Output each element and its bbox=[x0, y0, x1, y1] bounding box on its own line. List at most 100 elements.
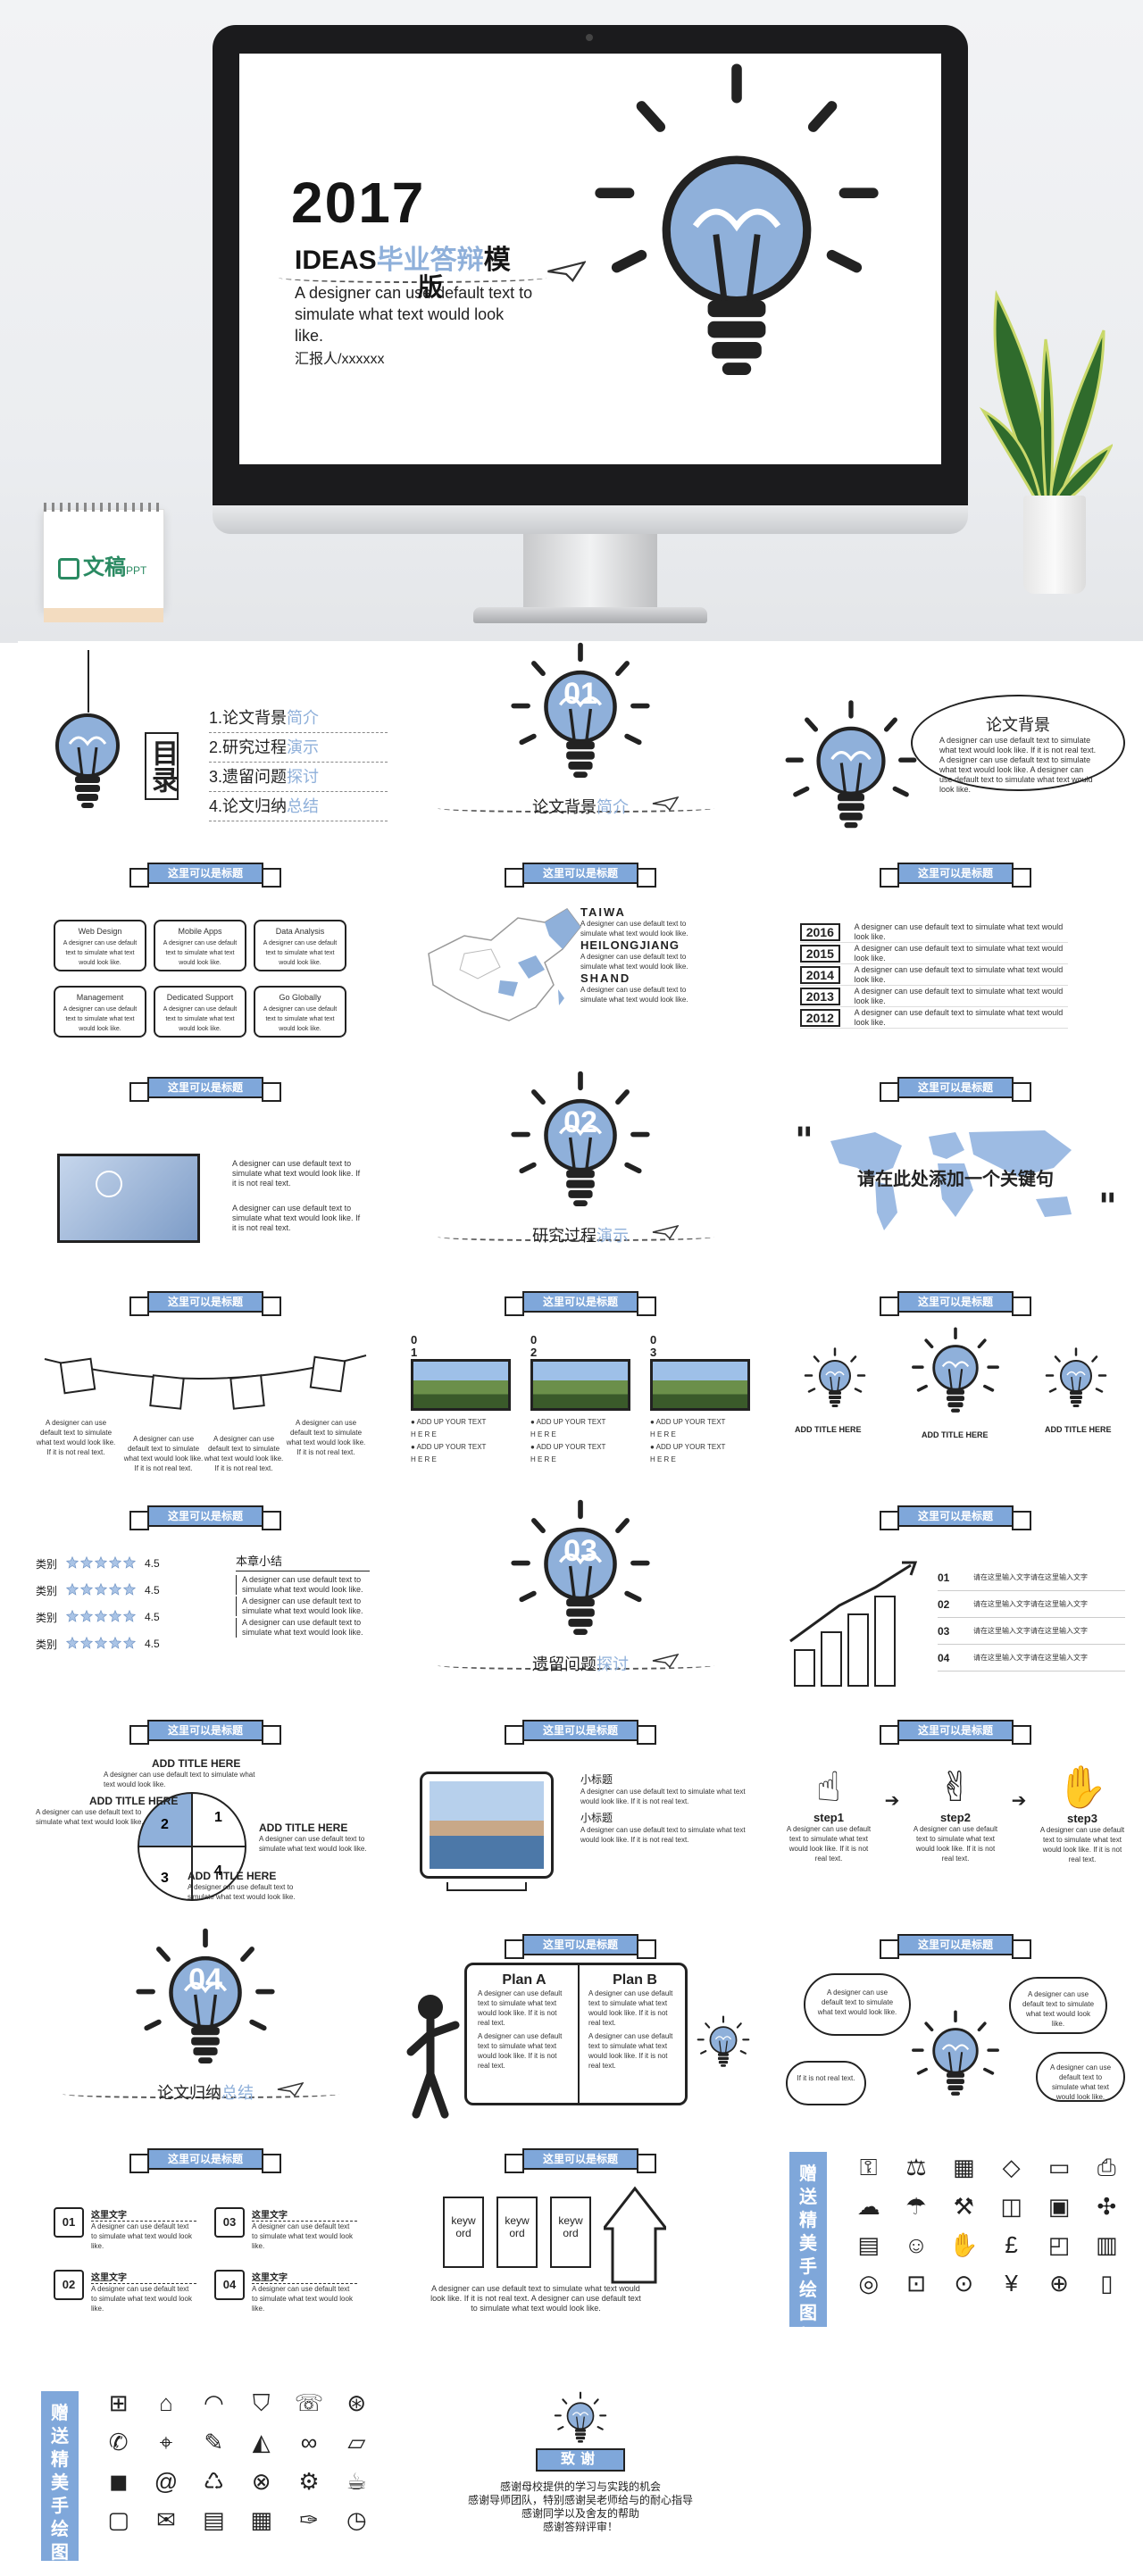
wifi-icon: ◠ bbox=[203, 2389, 224, 2416]
printer-icon: ⎙ bbox=[1097, 2154, 1116, 2180]
star-rating bbox=[66, 1610, 138, 1625]
slide-banner: 这里可以是标题 bbox=[129, 2148, 281, 2173]
hanging-bulb-icon bbox=[43, 704, 132, 820]
keywords-text: A designer can use default text to simul… bbox=[430, 2284, 641, 2313]
section-number: 01 bbox=[563, 677, 597, 711]
phone-icon: ✆ bbox=[108, 2429, 129, 2455]
pin-icon: ⌖ bbox=[159, 2429, 173, 2455]
desk-calendar: 文稿PPT bbox=[43, 503, 164, 622]
chat-icon: ☏ bbox=[294, 2389, 324, 2416]
slide-banner: 这里可以是标题 bbox=[505, 2148, 656, 2173]
slide-three-bulbs: 这里可以是标题 ADD TITLE HERE ADD TITLE HERE AD… bbox=[768, 1284, 1143, 1495]
pie-title: ADD TITLE HERE bbox=[89, 1795, 179, 1807]
hero-year: 2017 bbox=[291, 171, 426, 235]
slide-banner: 这里可以是标题 bbox=[505, 1291, 656, 1316]
book-icon: ▤ bbox=[203, 2506, 225, 2533]
key-icon: ⚿ bbox=[859, 2154, 878, 2180]
quote-mark-close: " bbox=[1098, 1186, 1117, 1228]
pie-illustration: 1 4 3 2 bbox=[137, 1791, 247, 1902]
contents-item[interactable]: 1.论文背景简介 bbox=[209, 704, 388, 733]
photo-placeholder bbox=[530, 1359, 630, 1411]
slide-banner: 这里可以是标题 bbox=[505, 1934, 656, 1959]
calculator-icon: ▦ bbox=[953, 2154, 975, 2180]
china-map bbox=[428, 908, 581, 1021]
slide-section-01: 01 论文背景简介 bbox=[393, 641, 768, 852]
photo-placeholder bbox=[411, 1359, 511, 1411]
clock-icon: ◷ bbox=[346, 2506, 367, 2533]
shield-icon: ⛉ bbox=[252, 2389, 271, 2416]
email-icon: @ bbox=[154, 2468, 179, 2495]
bulb-icon bbox=[697, 2015, 750, 2068]
lock-icon: ⊡ bbox=[906, 2270, 926, 2297]
slide-keyword: 这里可以是标题 请在此处添加一个关键句 " " bbox=[768, 1070, 1143, 1280]
photo-text: A designer can use default text to simul… bbox=[232, 1204, 361, 1232]
star-rating bbox=[66, 1556, 138, 1571]
slide-banner: 这里可以是标题 bbox=[880, 1934, 1031, 1959]
slide-pie: 这里可以是标题 1 4 3 2 ADD TITLE HERE A designe… bbox=[18, 1713, 393, 1923]
arrow-icon: ➔ bbox=[1011, 1791, 1027, 1811]
star-icon bbox=[80, 1556, 93, 1569]
contents-item[interactable]: 2.研究过程演示 bbox=[209, 733, 388, 763]
target-icon: ◎ bbox=[858, 2270, 879, 2297]
yen-icon: ¥ bbox=[1005, 2270, 1018, 2297]
pencil-icon: ✎ bbox=[204, 2429, 224, 2455]
slide-section-03: 03 遗留问题探讨 bbox=[393, 1498, 768, 1709]
stick-figure bbox=[406, 1995, 460, 2119]
tv-text: 小标题 A designer can use default text to s… bbox=[580, 1773, 746, 1844]
slide-photo-frame: 这里可以是标题 A designer can use default text … bbox=[18, 1070, 393, 1280]
section-title: 研究过程演示 bbox=[532, 1227, 629, 1245]
star-icon bbox=[109, 1556, 121, 1569]
thought-cloud: A designer can use default text to simul… bbox=[1009, 1977, 1107, 2034]
contents-item[interactable]: 4.论文归纳总结 bbox=[209, 792, 388, 821]
slide-banner: 这里可以是标题 bbox=[129, 1077, 281, 1102]
bulb-icon bbox=[784, 695, 918, 846]
card-caption: A designer can use default text to simul… bbox=[286, 1419, 366, 1456]
trash-icon: ♺ bbox=[203, 2468, 224, 2495]
section-number: 02 bbox=[563, 1105, 597, 1139]
slide-banner: 这里可以是标题 bbox=[880, 1720, 1031, 1745]
grid-icon: ⊞ bbox=[108, 2389, 129, 2416]
slide-thanks: 致谢 感谢母校提供的学习与实践的机会 感谢导师团队，特别感谢吴老师给与的耐心指导… bbox=[393, 2355, 768, 2566]
summary-box: 本章小结 A designer can use default text to … bbox=[236, 1552, 370, 1638]
hand-three-icon: ✋ bbox=[1056, 1763, 1108, 1810]
person-icon: ☺ bbox=[904, 2231, 929, 2258]
slide-contents: 目录 1.论文背景简介 2.研究过程演示 3.遗留问题探讨 4.论文归纳总结 bbox=[18, 641, 393, 852]
cloud-icon: ☁ bbox=[856, 2193, 880, 2220]
star-icon bbox=[66, 1556, 79, 1569]
lightbulb-illustration bbox=[589, 61, 884, 454]
gear-icon: ⚙ bbox=[298, 2468, 320, 2495]
monitor-base bbox=[473, 607, 707, 623]
umbrella-icon: ☂ bbox=[905, 2193, 927, 2220]
brand-sub: PPT bbox=[126, 564, 147, 577]
atm-icon: ▤ bbox=[857, 2231, 880, 2258]
dashed-swoosh bbox=[279, 272, 546, 283]
svg-text:2: 2 bbox=[161, 1817, 169, 1832]
thanks-banner: 致谢 bbox=[536, 2448, 625, 2472]
open-book: Plan A A designer can use default text t… bbox=[464, 1963, 688, 2105]
slide-background: 论文背景 A designer can use default text to … bbox=[768, 641, 1143, 852]
slide-banner: 这里可以是标题 bbox=[505, 1720, 656, 1745]
section-title: 遗留问题探讨 bbox=[532, 1655, 629, 1673]
section-bulb-icon bbox=[509, 1498, 652, 1650]
slide-icons-a: 赠送精美手绘图标 ⚿⚖▦◇▭⎙ ☁☂⚒◫▣✣ ▤☺✋£◰▥ ◎⊡⊙¥⊕▯ bbox=[768, 2141, 1143, 2352]
icons-band: 赠送精美手绘图标 bbox=[41, 2391, 79, 2563]
bar-growth-illustration bbox=[789, 1561, 918, 1687]
tv-frame bbox=[420, 1772, 554, 1879]
star-rating bbox=[66, 1637, 138, 1652]
contents-item[interactable]: 3.遗留问题探讨 bbox=[209, 763, 388, 792]
slide-banner: 这里可以是标题 bbox=[880, 1077, 1031, 1102]
mail-icon: ✉ bbox=[156, 2506, 176, 2533]
star-icon bbox=[95, 1610, 107, 1622]
